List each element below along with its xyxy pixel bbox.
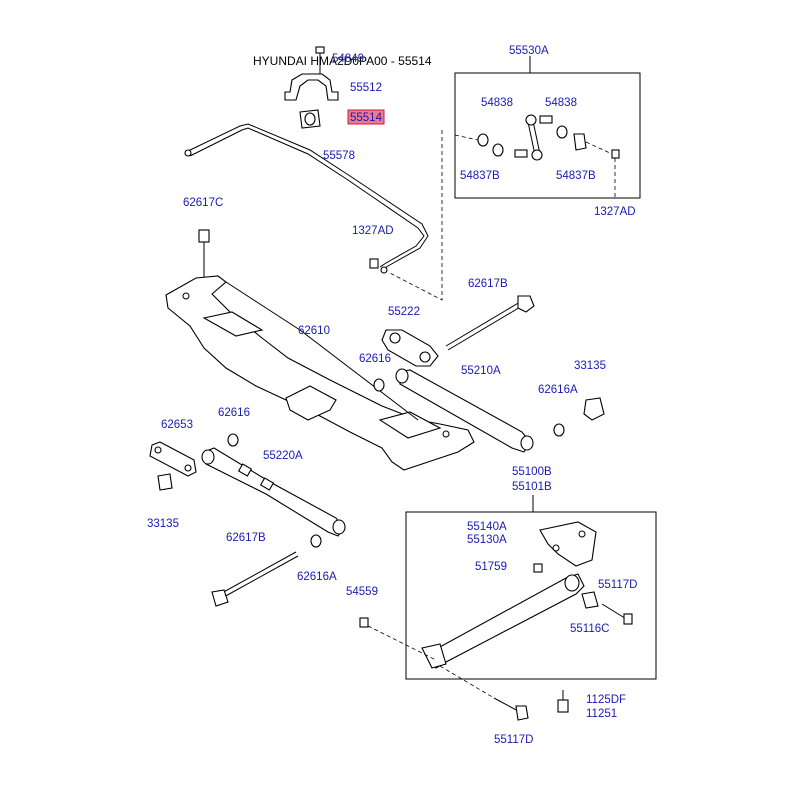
- label-62616-lower[interactable]: 62616: [218, 407, 250, 419]
- washer-62616-upper[interactable]: [373, 378, 385, 392]
- label-33135-right[interactable]: 33135: [574, 360, 606, 372]
- trailing-arm-55100B[interactable]: [421, 573, 585, 669]
- bushing-55514[interactable]: [299, 109, 321, 129]
- washer-54837B-right[interactable]: [573, 133, 587, 151]
- washer-62616A-lower[interactable]: [310, 534, 322, 548]
- label-55222[interactable]: 55222: [388, 306, 420, 318]
- washer-54838-right[interactable]: [556, 125, 568, 139]
- bolt-55117D-bottom[interactable]: [439, 665, 529, 721]
- bolt-55117D-right[interactable]: [601, 603, 633, 625]
- label-55116C[interactable]: 55116C: [570, 623, 609, 635]
- label-62617B-lower[interactable]: 62617B: [226, 532, 266, 544]
- label-51759[interactable]: 51759: [475, 561, 507, 573]
- label-55117D-bottom[interactable]: 55117D: [494, 734, 533, 746]
- label-55514[interactable]: 55514: [350, 112, 383, 124]
- nut-1327AD-right[interactable]: [611, 149, 620, 159]
- label-62616A-lower[interactable]: 62616A: [297, 571, 337, 583]
- label-54838-left[interactable]: 54838: [481, 97, 513, 109]
- label-55220A[interactable]: 55220A: [263, 450, 303, 462]
- label-62610[interactable]: 62610: [298, 325, 330, 337]
- label-62617C[interactable]: 62617C: [183, 197, 223, 209]
- label-62653[interactable]: 62653: [161, 419, 193, 431]
- bushing-33135-left[interactable]: [157, 473, 173, 491]
- label-62617B-upper[interactable]: 62617B: [468, 278, 508, 290]
- bolt-1125DF[interactable]: [557, 690, 569, 713]
- nut-51759[interactable]: [533, 563, 543, 573]
- label-54559[interactable]: 54559: [346, 586, 378, 598]
- label-1327AD-right[interactable]: 1327AD: [594, 206, 636, 218]
- diagram-title: HYUNDAI HMA2D0PA00 - 55514: [253, 54, 432, 68]
- washer-62616A-upper[interactable]: [553, 423, 565, 437]
- bolt-62617B-lower[interactable]: [211, 551, 299, 607]
- label-11251[interactable]: 11251: [586, 708, 617, 720]
- label-1327AD-left[interactable]: 1327AD: [352, 225, 394, 237]
- highlight-box: [347, 109, 385, 125]
- nut-1327AD-left[interactable]: [369, 258, 379, 269]
- label-55210A[interactable]: 55210A: [461, 365, 501, 377]
- label-55530A[interactable]: 55530A: [509, 45, 549, 57]
- arm-55210A[interactable]: [395, 368, 534, 453]
- plate-62653[interactable]: [149, 441, 197, 477]
- label-55117D-right[interactable]: 55117D: [598, 579, 637, 591]
- washer-62616-lower[interactable]: [227, 433, 239, 447]
- label-54849[interactable]: 54849: [332, 53, 364, 65]
- label-62616A-upper[interactable]: 62616A: [538, 384, 578, 396]
- box-55100B: [405, 511, 657, 680]
- bushing-55116C[interactable]: [581, 591, 599, 609]
- label-55512[interactable]: 55512: [350, 82, 382, 94]
- link-55222[interactable]: [381, 329, 439, 367]
- label-55130A[interactable]: 55130A: [467, 534, 507, 546]
- bolt-62617C[interactable]: [198, 229, 210, 278]
- bracket-55140A[interactable]: [539, 521, 597, 567]
- bushing-33135-right[interactable]: [583, 397, 605, 421]
- bracket-55512[interactable]: [284, 73, 339, 101]
- label-55100B[interactable]: 55100B: [512, 466, 552, 478]
- label-55578[interactable]: 55578: [323, 150, 355, 162]
- label-1125DF[interactable]: 1125DF: [586, 694, 626, 706]
- label-55140A[interactable]: 55140A: [467, 521, 507, 533]
- bolt-54849: [315, 46, 325, 74]
- washer-54838-left[interactable]: [492, 143, 504, 157]
- stabilizer-link-55530A[interactable]: [514, 114, 553, 161]
- nut-54559[interactable]: [359, 617, 369, 628]
- bolt-62617B-upper[interactable]: [445, 295, 535, 351]
- box-55530A: [454, 72, 641, 199]
- label-54837B-left[interactable]: 54837B: [460, 170, 500, 182]
- label-54837B-right[interactable]: 54837B: [556, 170, 596, 182]
- arm-55220A[interactable]: [201, 447, 346, 537]
- washer-54837B-left[interactable]: [477, 133, 489, 147]
- label-33135-left[interactable]: 33135: [147, 518, 179, 530]
- stabilizer-bar-55578[interactable]: [185, 123, 429, 271]
- label-54838-right[interactable]: 54838: [545, 97, 577, 109]
- crossmember-62610[interactable]: [165, 275, 475, 471]
- label-62616-upper[interactable]: 62616: [359, 353, 391, 365]
- label-55101B[interactable]: 55101B: [512, 481, 552, 493]
